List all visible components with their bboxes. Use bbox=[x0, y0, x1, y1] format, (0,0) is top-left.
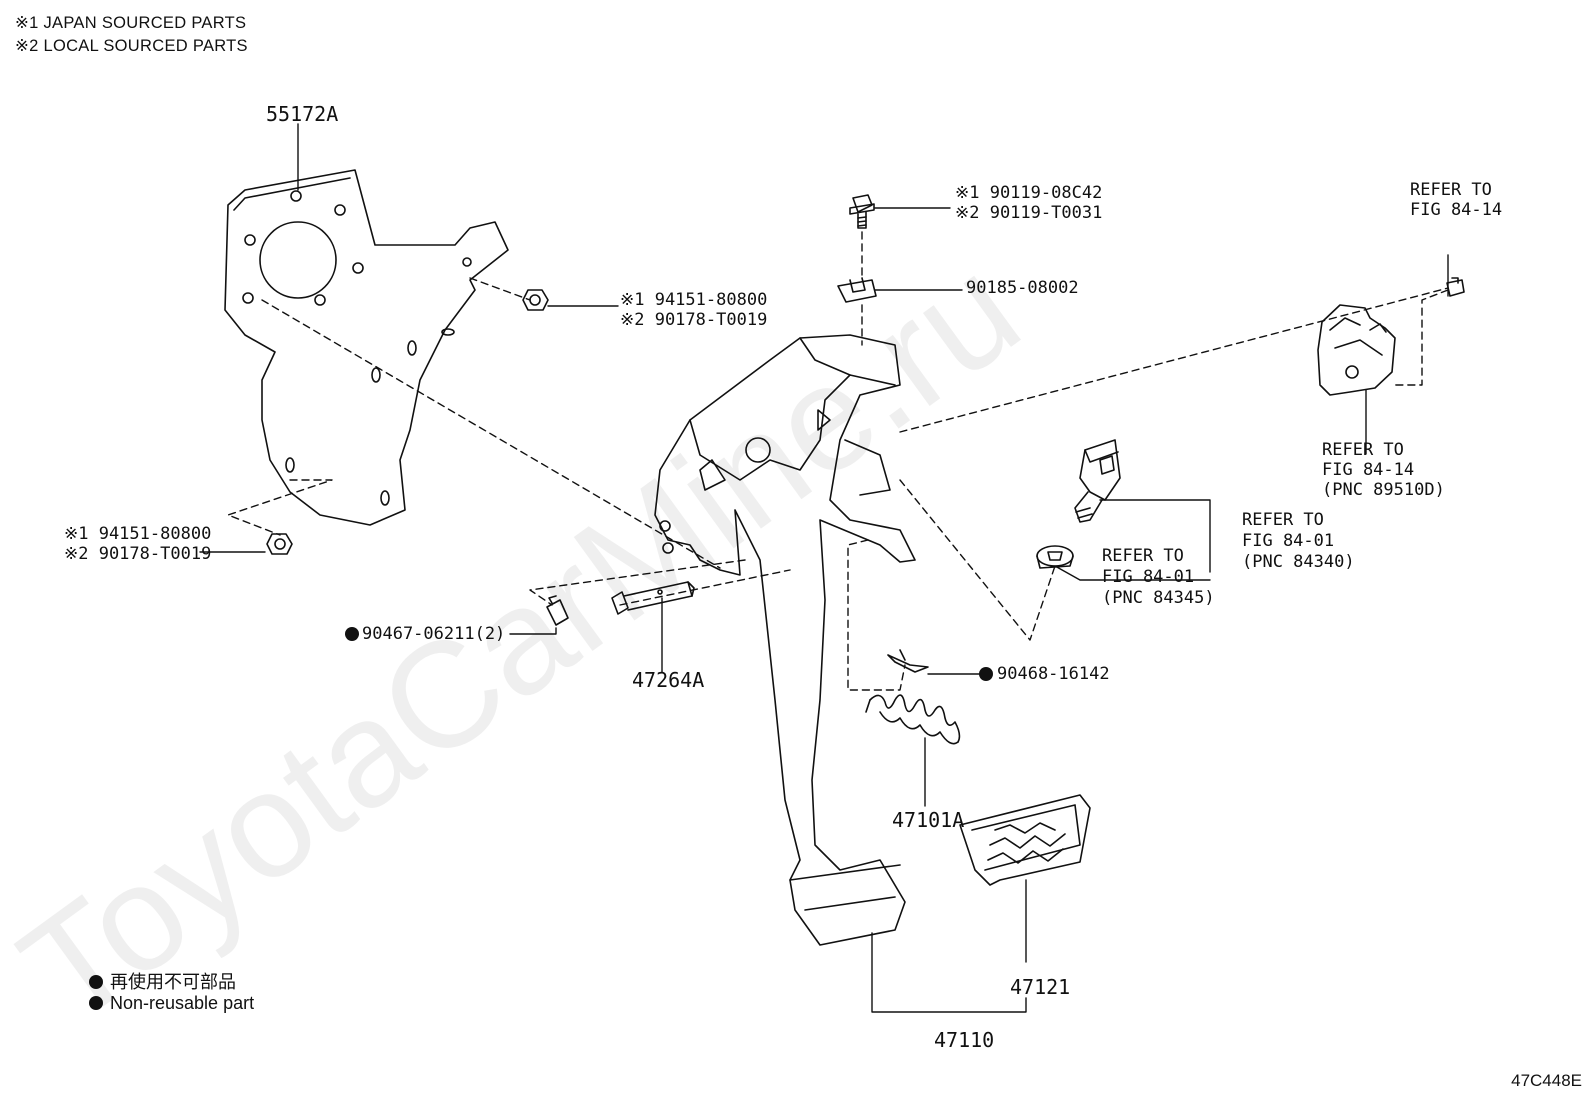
pin-47264a[interactable] bbox=[611, 581, 695, 615]
label-nut-upper-2[interactable]: ※2 90178-T0019 bbox=[620, 310, 768, 330]
legend-dot bbox=[89, 975, 103, 989]
pedal-assembly-47110[interactable] bbox=[654, 334, 916, 946]
spring-47101a[interactable] bbox=[865, 694, 961, 745]
label-pedal[interactable]: 47110 bbox=[934, 1028, 995, 1052]
ref-switch-line3[interactable]: (PNC 84340) bbox=[1242, 552, 1355, 572]
label-nut-lower-2[interactable]: ※2 90178-T0019 bbox=[64, 544, 212, 564]
ref-cushion-line3[interactable]: (PNC 84345) bbox=[1102, 588, 1215, 608]
nut-lower-94151[interactable] bbox=[266, 533, 293, 555]
ref-sensor-line1[interactable]: REFER TO bbox=[1322, 440, 1404, 460]
legend-jp: 再使用不可部品 bbox=[89, 968, 236, 994]
figure-code: 47C448E bbox=[1511, 1071, 1582, 1090]
ref-cushion-line2[interactable]: FIG 84-01 bbox=[1102, 567, 1195, 587]
cushion-84345[interactable] bbox=[1036, 545, 1074, 569]
legend-jp-text: 再使用不可部品 bbox=[110, 972, 236, 992]
clip-90468[interactable] bbox=[887, 649, 929, 673]
washer-fig84-14[interactable] bbox=[1446, 277, 1465, 297]
nut-upper-94151[interactable] bbox=[522, 289, 549, 311]
non-reusable-marker bbox=[345, 627, 359, 641]
pedal-pad-47121[interactable] bbox=[959, 794, 1091, 886]
legend-en: Non-reusable part bbox=[89, 993, 254, 1014]
note-local-sourced: ※2 LOCAL SOURCED PARTS bbox=[15, 37, 248, 55]
ref-switch-line1[interactable]: REFER TO bbox=[1242, 510, 1324, 530]
ref-top-line1[interactable]: REFER TO bbox=[1410, 180, 1492, 200]
label-bolt-2[interactable]: ※2 90119-T0031 bbox=[955, 203, 1103, 223]
ref-sensor-line3[interactable]: (PNC 89510D) bbox=[1322, 480, 1445, 500]
leader-lines bbox=[199, 123, 1449, 1013]
bushing-90467[interactable] bbox=[546, 595, 569, 626]
legend-dot bbox=[89, 996, 103, 1010]
label-clip-nut[interactable]: 90185-08002 bbox=[966, 278, 1079, 298]
ref-sensor-line2[interactable]: FIG 84-14 bbox=[1322, 460, 1415, 480]
stop-lamp-switch[interactable] bbox=[1074, 439, 1121, 523]
note-japan-sourced: ※1 JAPAN SOURCED PARTS bbox=[15, 14, 247, 32]
label-clip[interactable]: 90468-16142 bbox=[997, 664, 1110, 684]
ref-switch-line2[interactable]: FIG 84-01 bbox=[1242, 531, 1335, 551]
non-reusable-marker bbox=[979, 667, 993, 681]
ref-cushion-line1[interactable]: REFER TO bbox=[1102, 546, 1184, 566]
ref-top-line2[interactable]: FIG 84-14 bbox=[1410, 200, 1503, 220]
label-spring[interactable]: 47101A bbox=[892, 808, 965, 832]
assembly-dashed-lines bbox=[227, 231, 1449, 691]
label-bushing[interactable]: 90467-06211(2) bbox=[362, 624, 506, 644]
label-nut-upper-1[interactable]: ※1 94151-80800 bbox=[620, 290, 768, 310]
bolt-90119[interactable] bbox=[849, 194, 875, 229]
legend-en-text: Non-reusable part bbox=[110, 993, 255, 1013]
label-nut-lower-1[interactable]: ※1 94151-80800 bbox=[64, 524, 212, 544]
label-pad[interactable]: 47121 bbox=[1010, 975, 1071, 999]
label-55172a[interactable]: 55172A bbox=[266, 102, 339, 126]
label-bolt-1[interactable]: ※1 90119-08C42 bbox=[955, 183, 1103, 203]
label-pin[interactable]: 47264A bbox=[632, 668, 705, 692]
bracket-55172a[interactable] bbox=[224, 169, 509, 526]
pedal-position-sensor[interactable] bbox=[1317, 304, 1396, 396]
clip-nut-90185[interactable] bbox=[837, 277, 877, 303]
